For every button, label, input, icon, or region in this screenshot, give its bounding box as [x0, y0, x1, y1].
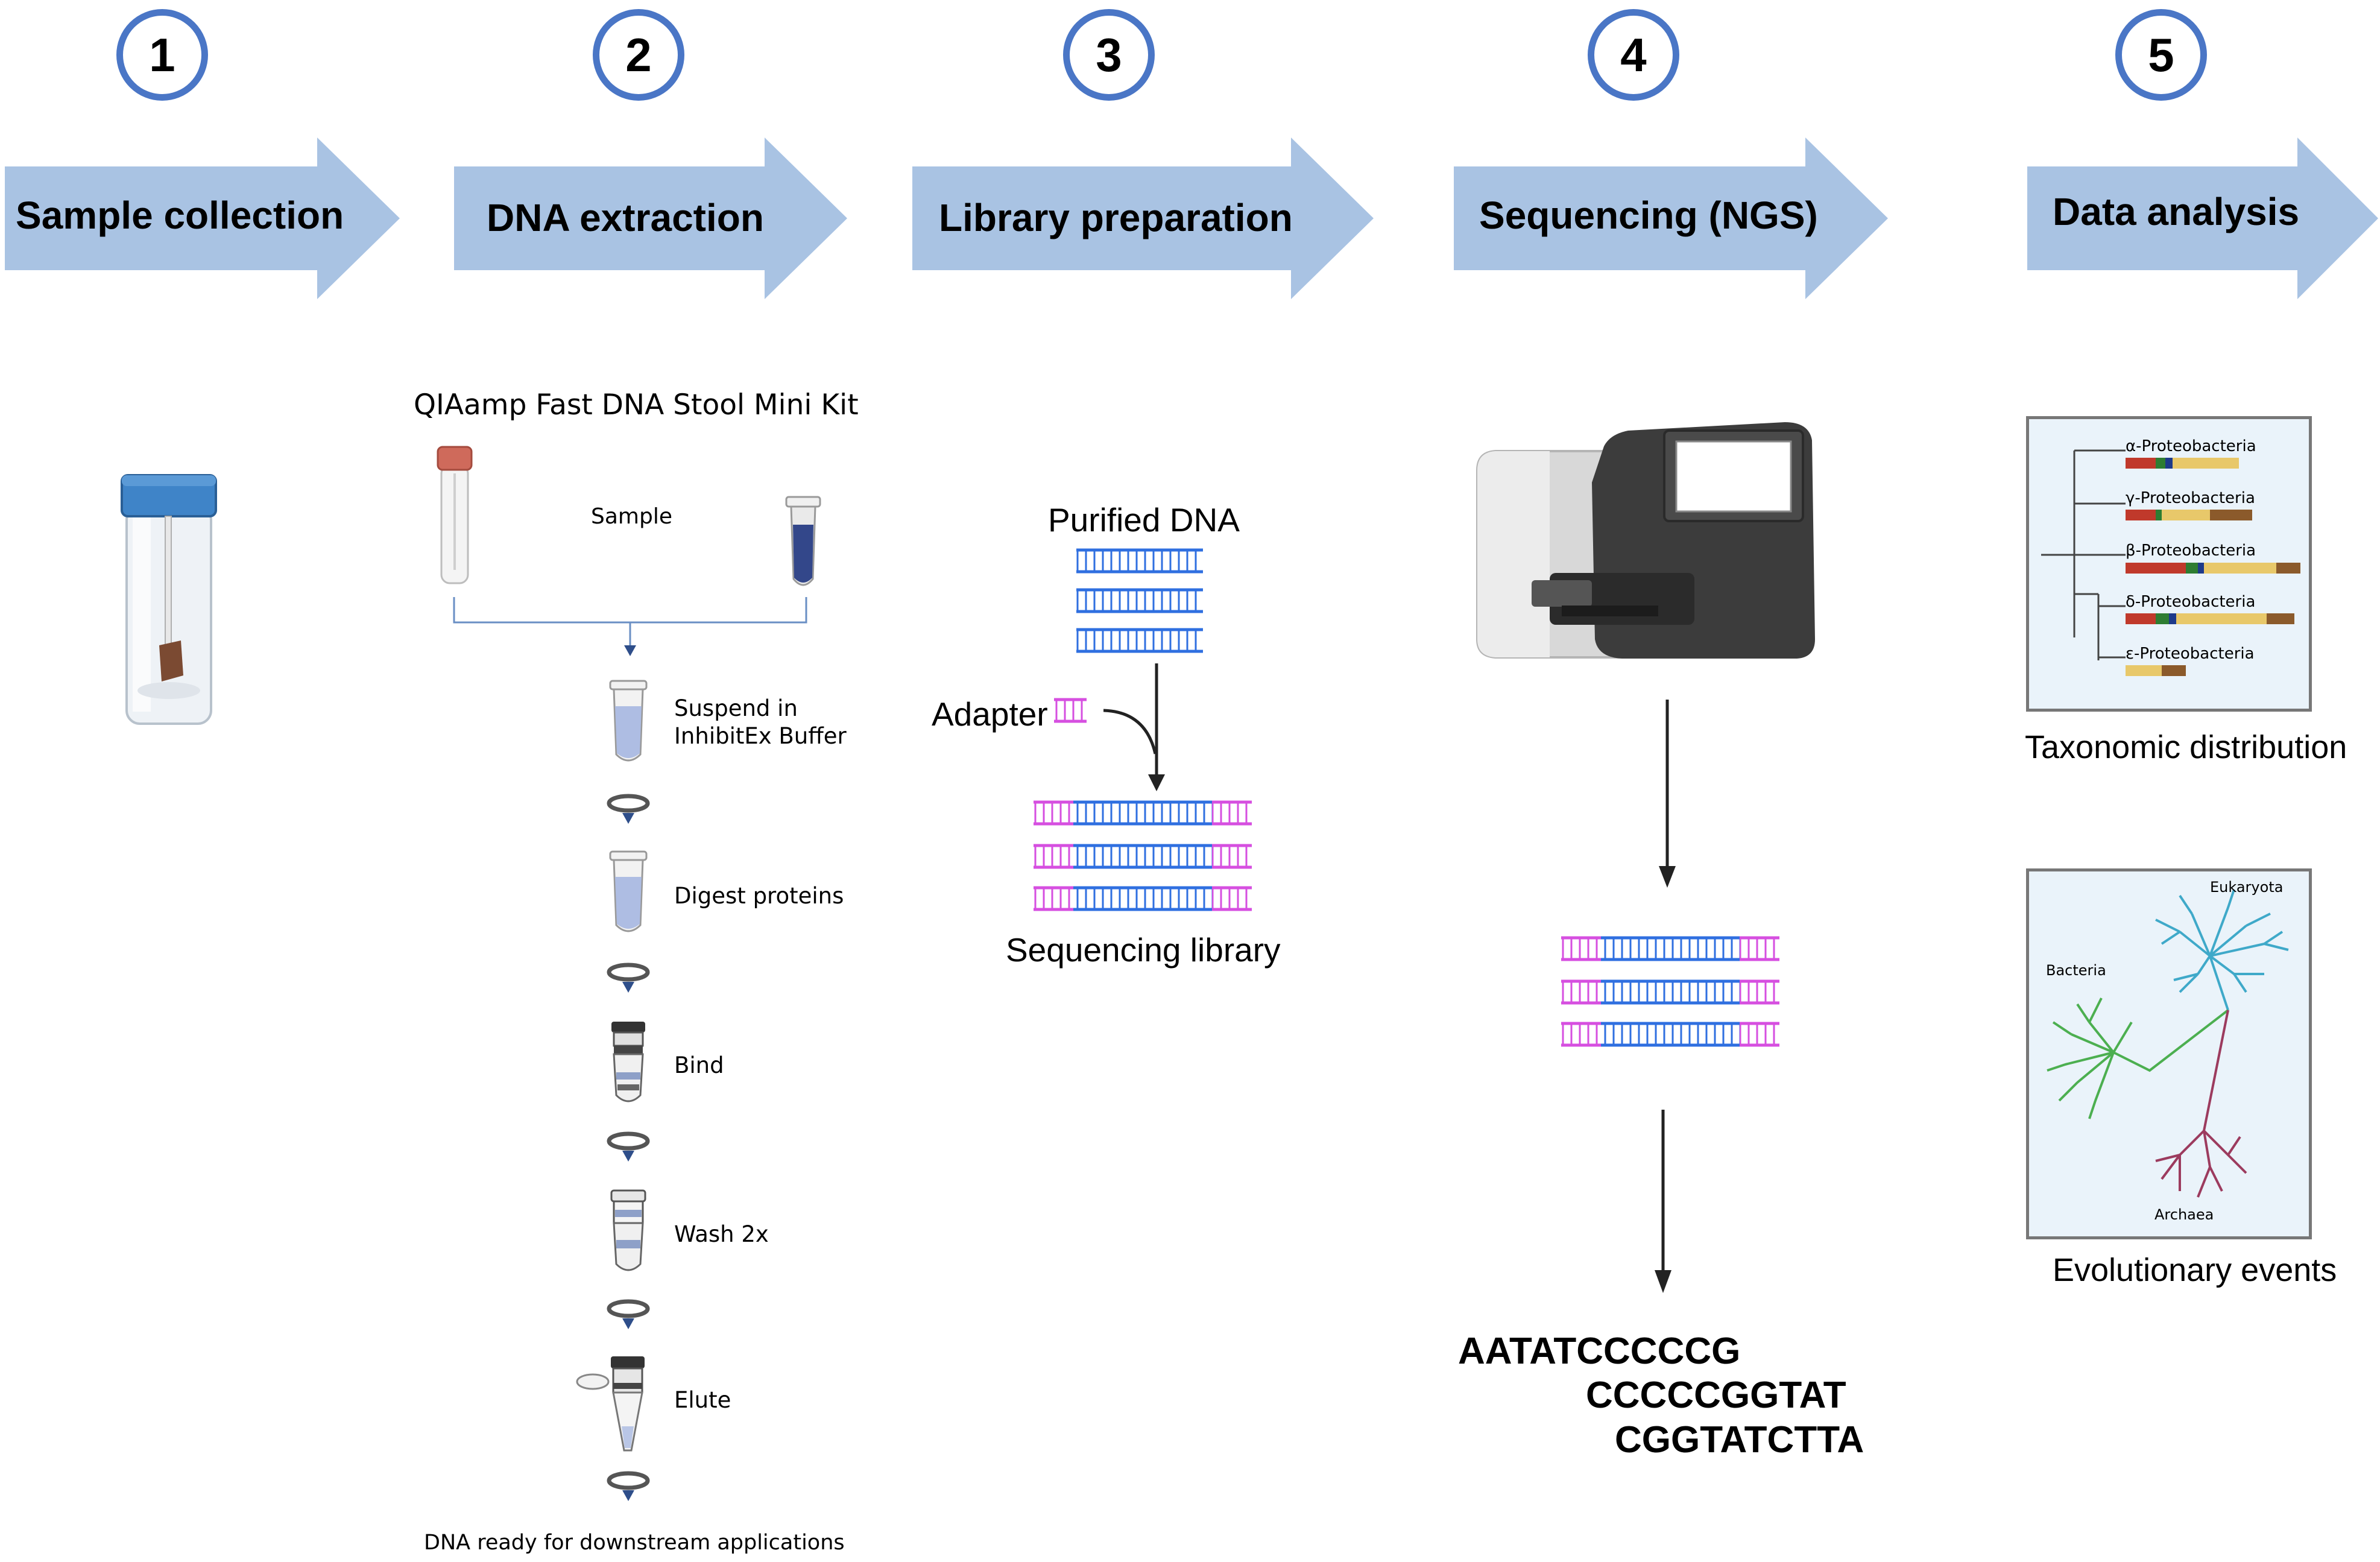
sample-tube-icon — [121, 474, 217, 725]
step-5-circle: 5 — [2115, 9, 2207, 101]
sequencing-library-icon — [1034, 800, 1252, 911]
suspend-tube-icon — [609, 680, 648, 762]
step-5-arrow: Data analysis — [2027, 138, 2378, 299]
adapter-icon — [1054, 698, 1087, 723]
elute-tube-icon — [576, 1356, 645, 1452]
step-5-number: 5 — [2148, 28, 2174, 81]
step-3-number: 3 — [1096, 28, 1122, 81]
sample-label: Sample — [591, 504, 672, 529]
final-extraction-label: DNA ready for downstream applications — [424, 1531, 845, 1555]
sequencer-machine-icon — [1476, 422, 1815, 659]
substep-bind: Bind — [674, 1052, 724, 1078]
step-4-circle: 4 — [1588, 9, 1679, 101]
step-2-arrow: DNA extraction — [454, 138, 847, 299]
taxon-delta: δ-Proteobacteria — [2126, 593, 2256, 611]
spin-icon-1 — [607, 794, 650, 824]
purified-dna-label: Purified DNA — [1048, 501, 1240, 539]
tree-label-eukaryota: Eukaryota — [2210, 879, 2284, 896]
taxon-beta: β-Proteobacteria — [2126, 542, 2256, 560]
adapter-label: Adapter — [932, 695, 1048, 733]
seq-arrow-1 — [1659, 700, 1676, 888]
taxon-epsilon: ε-Proteobacteria — [2126, 645, 2255, 663]
step-3-circle: 3 — [1063, 9, 1155, 101]
step-1-arrow: Sample collection — [5, 138, 400, 299]
spin-icon-5 — [607, 1471, 650, 1501]
sample-tube-blue-icon — [785, 496, 821, 586]
kit-name: QIAamp Fast DNA Stool Mini Kit — [414, 388, 859, 422]
sequenced-library-icon — [1561, 936, 1779, 1047]
wash-column-icon — [610, 1189, 646, 1271]
step-1-circle: 1 — [116, 9, 208, 101]
step-3-arrow: Library preparation — [912, 138, 1374, 299]
read-1: AATATCCCCCG — [1458, 1330, 1741, 1372]
read-3: CGGTATCTTA — [1615, 1419, 1864, 1461]
tree-label-archaea: Archaea — [2154, 1206, 2214, 1223]
substep-wash: Wash 2x — [674, 1221, 769, 1247]
step-5-label: Data analysis — [2053, 190, 2300, 233]
evolution-caption: Evolutionary events — [2053, 1252, 2337, 1288]
step-3-label: Library preparation — [939, 196, 1293, 239]
taxonomy-tree-icon — [2041, 449, 2300, 676]
sequencing-library-label: Sequencing library — [1006, 931, 1281, 969]
phylogenetic-tree-icon — [2047, 889, 2289, 1198]
read-2: CCCCCGGTAT — [1586, 1374, 1846, 1416]
step-1-number: 1 — [149, 28, 175, 81]
seq-arrow-2 — [1655, 1110, 1671, 1293]
purified-dna-icon — [1076, 548, 1203, 653]
digest-tube-icon — [609, 850, 648, 932]
substep-elute: Elute — [674, 1387, 731, 1413]
taxonomy-panel: α-Proteobacteria γ-Proteobacteria β-Prot… — [2026, 416, 2312, 712]
taxonomy-caption: Taxonomic distribution — [2025, 729, 2347, 765]
stool-tube-icon — [437, 446, 473, 584]
tree-label-bacteria: Bacteria — [2046, 962, 2106, 979]
step-4-label: Sequencing (NGS) — [1479, 194, 1818, 237]
substep-digest: Digest proteins — [674, 883, 844, 909]
spin-icon-2 — [607, 963, 650, 993]
step-2-label: DNA extraction — [487, 196, 764, 239]
merge-bracket — [453, 597, 807, 656]
spin-icon-3 — [607, 1131, 650, 1162]
step-1-label: Sample collection — [16, 194, 344, 237]
step-2-circle: 2 — [593, 9, 684, 101]
step-4-number: 4 — [1620, 28, 1647, 81]
step-4-arrow: Sequencing (NGS) — [1454, 138, 1888, 299]
ligation-arrow — [1103, 663, 1165, 791]
bind-column-icon — [611, 1022, 645, 1102]
step-2-number: 2 — [625, 28, 652, 81]
spin-icon-4 — [607, 1299, 650, 1329]
taxon-alpha: α-Proteobacteria — [2126, 437, 2256, 455]
substep-suspend: Suspend in InhibitEx Buffer — [674, 695, 847, 749]
taxon-gamma: γ-Proteobacteria — [2126, 489, 2255, 507]
evolution-panel: Eukaryota Bacteria Archaea — [2026, 868, 2312, 1239]
